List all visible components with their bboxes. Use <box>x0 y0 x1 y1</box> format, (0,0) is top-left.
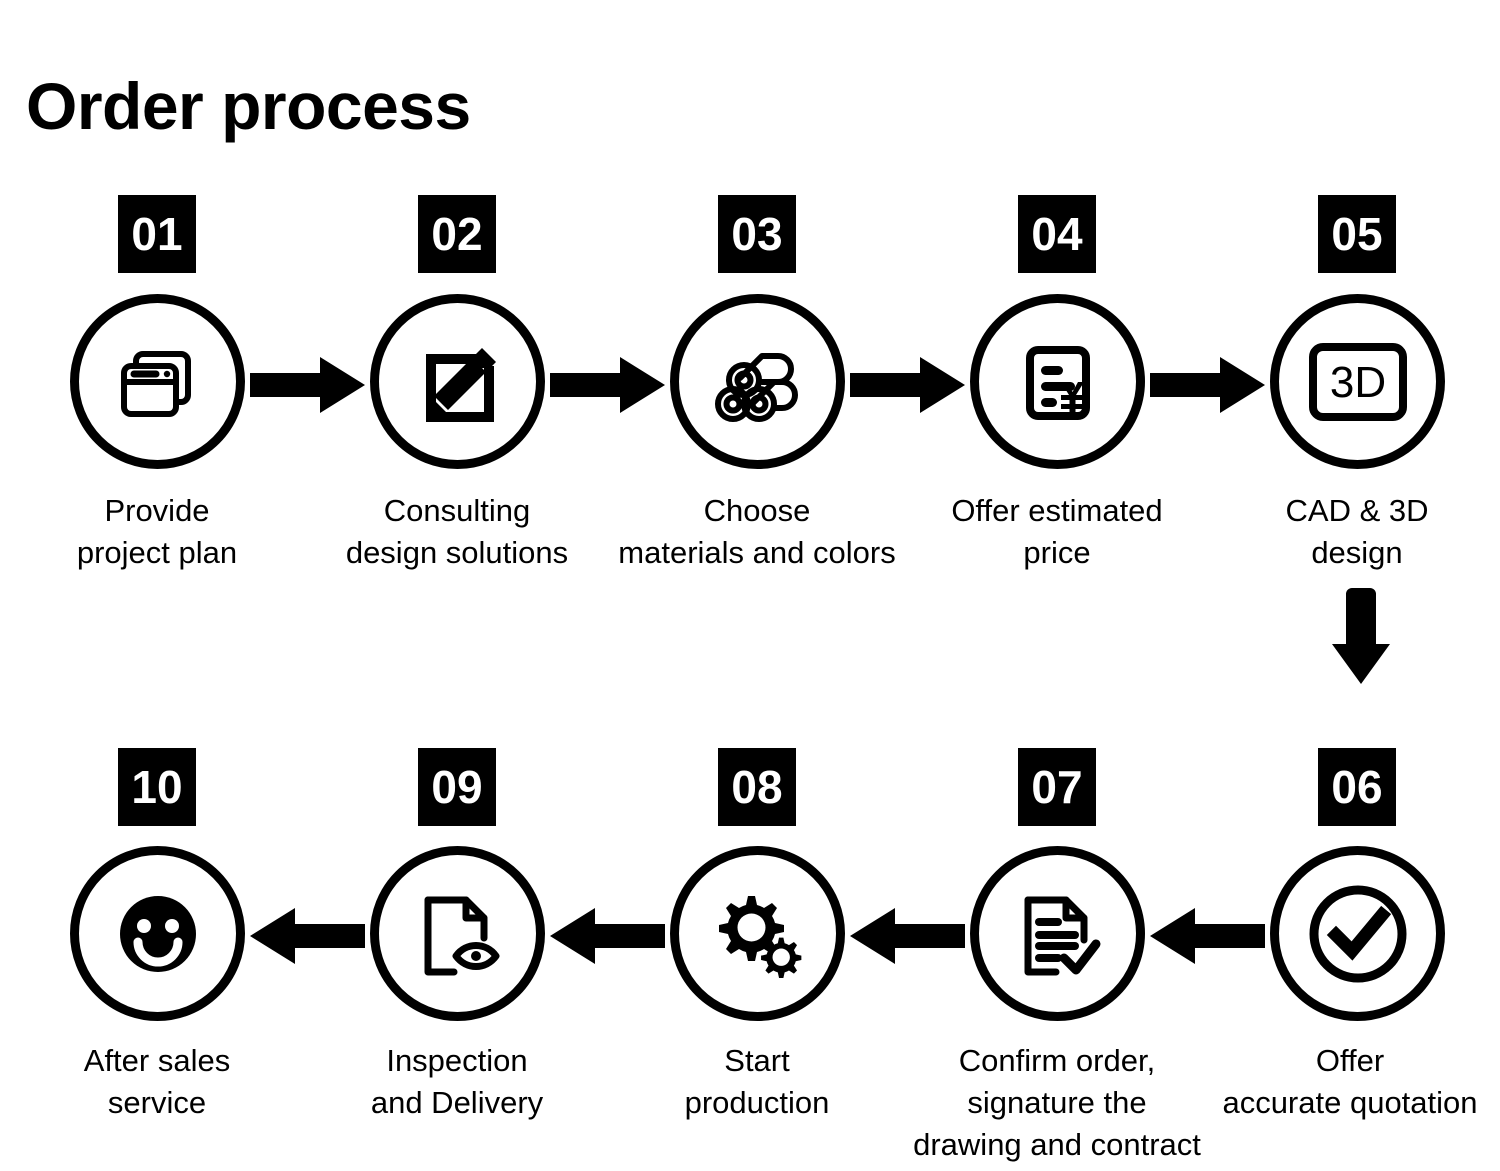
step-number-label: 05 <box>1331 208 1383 260</box>
step-number-label: 10 <box>131 761 183 813</box>
stacked-windows-icon <box>108 332 208 432</box>
step-circle-08[interactable] <box>670 846 845 1021</box>
step-badge-06: 06 <box>1318 748 1396 826</box>
step-circle-06[interactable] <box>1270 846 1445 1021</box>
step-circle-02[interactable] <box>370 294 545 469</box>
arrow-left-icon-2 <box>550 906 665 966</box>
three-d-screen-icon: 3D <box>1305 339 1411 425</box>
step-caption-01: Provide project plan <box>76 493 238 570</box>
step-caption-03: Choose materials and colors <box>618 493 896 570</box>
step-caption-08: Start production <box>684 1043 830 1120</box>
check-circle-icon <box>1302 878 1414 990</box>
step-badge-07: 07 <box>1018 748 1096 826</box>
pencil-square-edit-icon <box>408 332 508 432</box>
step-circle-01[interactable] <box>70 294 245 469</box>
smiley-face-icon <box>108 884 208 984</box>
step-caption-05: CAD & 3D design <box>1285 493 1429 570</box>
stacked-pipes-materials-icon <box>706 330 810 434</box>
step-badge-03: 03 <box>718 195 796 273</box>
step-number-label: 04 <box>1031 208 1083 260</box>
document-eye-inspection-icon <box>406 882 510 986</box>
step-badge-05: 05 <box>1318 195 1396 273</box>
document-check-contract-icon <box>1006 882 1110 986</box>
step-circle-04[interactable] <box>970 294 1145 469</box>
arrow-left-icon-4 <box>1150 906 1265 966</box>
step-circle-05[interactable]: 3D <box>1270 294 1445 469</box>
step-badge-10: 10 <box>118 748 196 826</box>
step-caption-02: Consulting design solutions <box>345 493 569 570</box>
step-caption-06: Offer accurate quotation <box>1222 1043 1478 1120</box>
arrow-left-icon-1 <box>250 906 365 966</box>
invoice-yen-document-icon <box>1008 332 1108 432</box>
page-title: Order process <box>26 69 471 143</box>
step-badge-09: 09 <box>418 748 496 826</box>
arrow-right-icon-3 <box>850 355 965 415</box>
step-caption-09: Inspection and Delivery <box>370 1043 544 1120</box>
step-circle-03[interactable] <box>670 294 845 469</box>
step-number-label: 07 <box>1031 761 1083 813</box>
step-number-label: 06 <box>1331 761 1383 813</box>
step-badge-08: 08 <box>718 748 796 826</box>
gears-production-icon <box>706 882 810 986</box>
step-caption-10: After sales service <box>83 1043 231 1120</box>
step-circle-10[interactable] <box>70 846 245 1021</box>
step-number-label: 01 <box>131 208 183 260</box>
arrow-down-icon <box>1330 588 1392 686</box>
arrow-right-icon-1 <box>250 355 365 415</box>
step-caption-04: Offer estimated price <box>951 493 1163 570</box>
step-number-label: 09 <box>431 761 483 813</box>
arrow-right-icon-2 <box>550 355 665 415</box>
svg-text:3D: 3D <box>1329 358 1385 407</box>
step-caption-07: Confirm order, signature the drawing and… <box>913 1043 1201 1162</box>
step-badge-04: 04 <box>1018 195 1096 273</box>
arrow-left-icon-3 <box>850 906 965 966</box>
step-number-label: 02 <box>431 208 483 260</box>
step-badge-01: 01 <box>118 195 196 273</box>
step-circle-09[interactable] <box>370 846 545 1021</box>
step-circle-07[interactable] <box>970 846 1145 1021</box>
step-number-label: 08 <box>731 761 783 813</box>
step-number-label: 03 <box>731 208 783 260</box>
step-badge-02: 02 <box>418 195 496 273</box>
arrow-right-icon-4 <box>1150 355 1265 415</box>
